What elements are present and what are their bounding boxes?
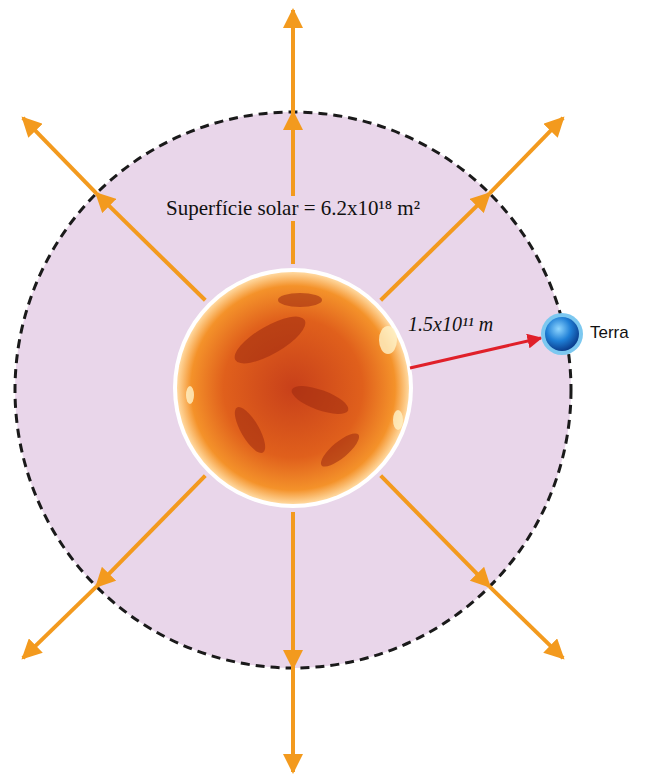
light-rays <box>23 10 563 772</box>
ray-segment <box>381 476 490 587</box>
earth-halo <box>541 313 583 355</box>
sun-flares <box>186 326 403 430</box>
ray-segment <box>291 112 295 264</box>
ray-segment <box>291 10 295 112</box>
surface-area-label: Superfície solar = 6.2x10¹⁸ m² <box>162 196 424 221</box>
ray-segment <box>291 668 295 772</box>
sun-rim <box>173 268 413 508</box>
ray-segment <box>291 512 295 668</box>
distance-label: 1.5x10¹¹ m <box>408 312 493 336</box>
ray-segment <box>490 587 563 659</box>
distance-arrow <box>410 338 541 368</box>
ray-segment <box>490 118 563 193</box>
sun-texture <box>228 293 363 472</box>
sun <box>177 272 409 504</box>
ray-segment <box>96 476 205 587</box>
sphere-surface <box>15 112 571 668</box>
ray-segment <box>23 587 97 659</box>
ray-segment <box>23 118 97 193</box>
earth <box>545 317 579 351</box>
earth-label: Terra <box>590 323 629 343</box>
